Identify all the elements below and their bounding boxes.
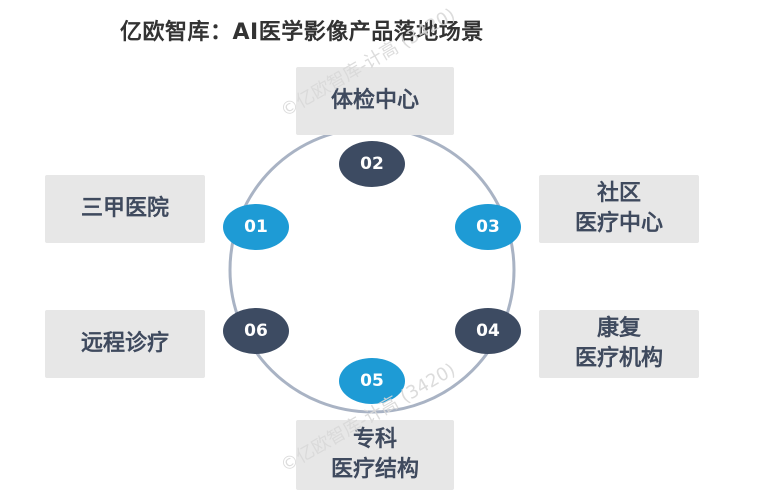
- scene-label-line2: 医疗中心: [574, 211, 663, 236]
- scene-box-community-medical-center: 社区 医疗中心: [539, 175, 699, 243]
- scene-label-line1: 康复: [596, 316, 641, 342]
- node-05: 05: [339, 358, 405, 404]
- scene-box-tertiary-hospital: 三甲医院: [45, 175, 205, 243]
- scene-box-specialty: 专科 医疗结构: [296, 420, 454, 490]
- scene-label-line2: 医疗结构: [330, 457, 419, 482]
- node-04: 04: [455, 308, 521, 354]
- node-06: 06: [223, 308, 289, 354]
- scene-label-line2: 医疗机构: [574, 346, 663, 371]
- node-02: 02: [339, 141, 405, 187]
- scene-box-rehabilitation: 康复 医疗机构: [539, 310, 699, 378]
- scene-label-line1: 社区: [596, 181, 641, 207]
- scene-box-remote-diagnosis: 远程诊疗: [45, 310, 205, 378]
- scene-label: 远程诊疗: [80, 331, 169, 357]
- node-03: 03: [455, 204, 521, 250]
- page-title: 亿欧智库：AI医学影像产品落地场景: [120, 20, 484, 45]
- scene-label: 体检中心: [330, 88, 419, 114]
- scene-label-line1: 专科: [352, 427, 397, 453]
- scene-label: 三甲医院: [80, 196, 169, 222]
- node-01: 01: [223, 204, 289, 250]
- scene-box-physical-exam-center: 体检中心: [296, 67, 454, 135]
